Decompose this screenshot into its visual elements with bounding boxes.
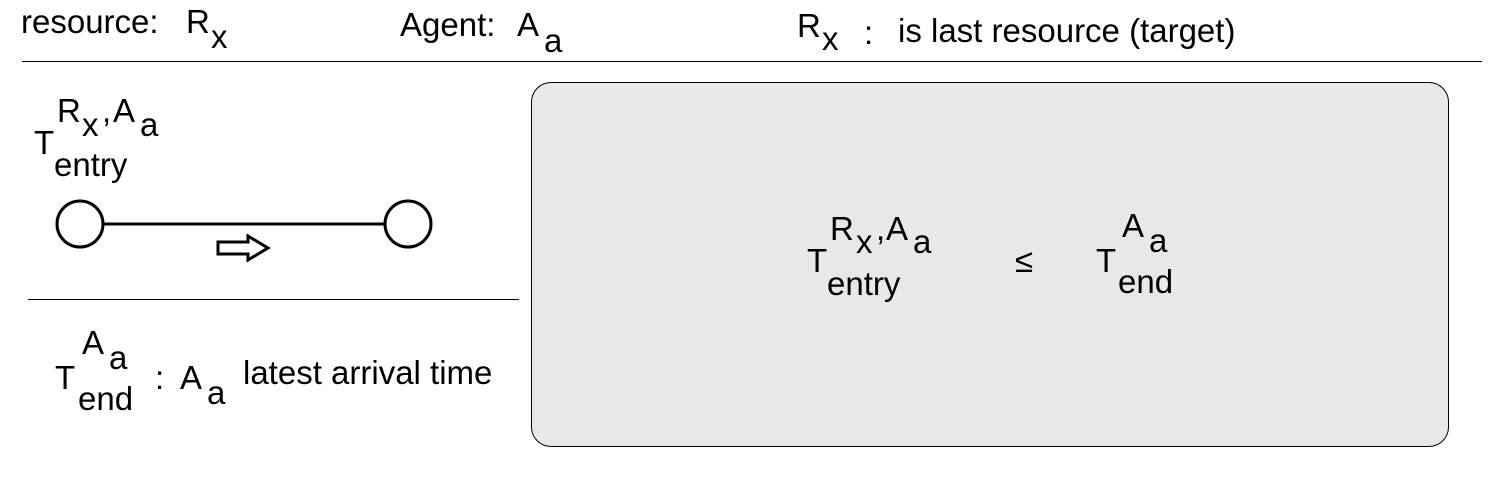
target-symbol-subscript: x	[822, 20, 839, 57]
legend-sup-A-subscript: a	[109, 339, 128, 376]
left-formula-subscript: entry	[54, 146, 128, 183]
constraint-lhs-subscript: entry	[827, 265, 901, 302]
constraint-lhs-T: T	[807, 242, 828, 279]
constraint-rhs-subscript: end	[1118, 263, 1174, 300]
resource-symbol: R	[186, 3, 210, 40]
left-formula-sup-comma: ,	[102, 92, 112, 129]
target-description: is last resource (target)	[898, 12, 1236, 49]
constraint-box	[531, 82, 1449, 447]
constraint-lhs-sup-A: A	[886, 210, 909, 247]
header-divider	[22, 61, 1482, 62]
legend-agent-subscript: a	[207, 374, 226, 411]
constraint-lhs-sup-comma: ,	[876, 210, 886, 247]
constraint-lhs-sup-R-subscript: x	[856, 223, 873, 260]
resource-symbol-subscript: x	[211, 18, 228, 55]
legend-agent-symbol: A	[180, 359, 203, 396]
constraint-lhs-sup-A-subscript: a	[913, 223, 932, 260]
legend-T: T	[55, 359, 76, 396]
end-node	[383, 199, 433, 249]
constraint-rhs-T: T	[1096, 242, 1117, 279]
legend-subscript: end	[78, 380, 134, 417]
direction-arrow-icon	[216, 233, 271, 263]
agent-symbol: A	[517, 6, 540, 43]
target-symbol: R	[797, 7, 821, 44]
legend-description: latest arrival time	[243, 354, 493, 391]
agent-symbol-subscript: a	[544, 22, 563, 59]
agent-label: Agent:	[400, 6, 496, 43]
constraint-rhs-sup-A: A	[1122, 207, 1145, 244]
legend-divider	[28, 299, 519, 300]
resource-label: resource:	[21, 3, 159, 40]
left-formula-sup-A: A	[113, 92, 136, 129]
left-formula-sup-R-subscript: x	[82, 106, 99, 143]
target-colon: :	[864, 14, 874, 51]
legend-colon: :	[155, 359, 165, 396]
left-formula-sup-A-subscript: a	[140, 106, 159, 143]
left-formula-T: T	[34, 124, 55, 161]
constraint-rhs-sup-A-subscript: a	[1149, 222, 1168, 259]
constraint-lhs-sup-R: R	[830, 210, 854, 247]
legend-sup-A: A	[82, 324, 105, 361]
left-formula-sup-R: R	[57, 92, 81, 129]
edge-diagram	[55, 199, 433, 263]
start-node	[55, 199, 105, 249]
constraint-operator: ≤	[1015, 242, 1034, 279]
